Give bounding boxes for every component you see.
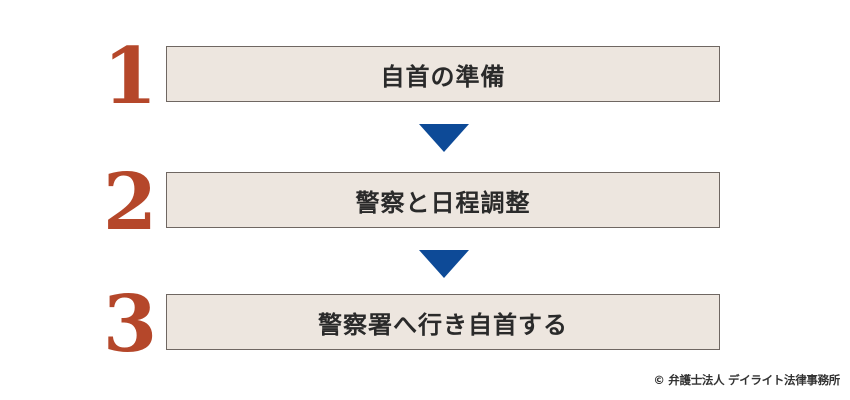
step-box: 警察署へ行き自首する [166, 294, 720, 350]
step-row-1: 1 自首の準備 [0, 31, 850, 122]
step-label: 警察と日程調整 [355, 188, 531, 217]
step-row-3: 3 警察署へ行き自首する [0, 279, 850, 370]
step-number: 3 [102, 279, 158, 370]
down-arrow-icon [419, 124, 469, 152]
step-number: 2 [102, 157, 158, 248]
step-box: 警察と日程調整 [166, 172, 720, 228]
step-box: 自首の準備 [166, 46, 720, 102]
step-label: 自首の準備 [380, 62, 506, 91]
step-row-2: 2 警察と日程調整 [0, 157, 850, 248]
step-label: 警察署へ行き自首する [318, 310, 568, 339]
step-number: 1 [102, 31, 158, 122]
copyright-text: © 弁護士法人 デイライト法律事務所 [653, 373, 840, 387]
down-arrow-icon [419, 250, 469, 278]
